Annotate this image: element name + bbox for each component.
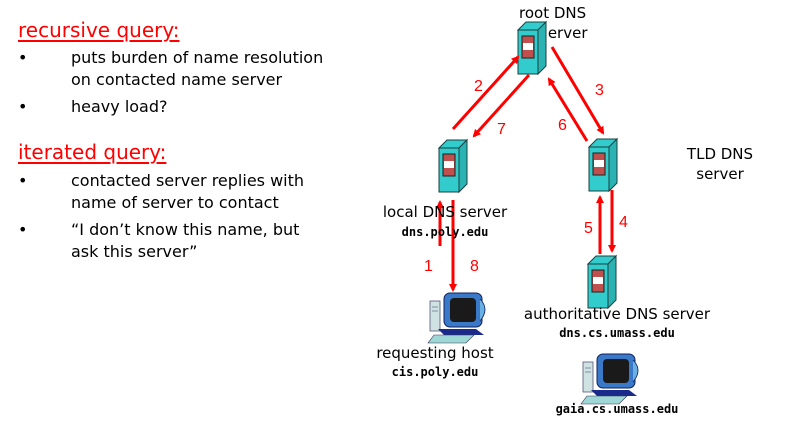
step-label-6: 6 <box>558 117 567 134</box>
step-label-5: 5 <box>584 220 593 237</box>
bullet-dot: • <box>18 220 28 239</box>
local-dns-server-icon <box>438 139 468 193</box>
requesting-host-hostname: cis.poly.edu <box>391 365 479 379</box>
bullet-dot: • <box>18 97 28 116</box>
step-label-1: 1 <box>424 258 433 275</box>
root-dns-label-line2: server <box>540 24 588 42</box>
tld-dns-label-line1: TLD DNS <box>686 145 754 163</box>
requesting-host-computer-icon <box>427 292 486 344</box>
arrow-step-7 <box>472 73 531 138</box>
tld-dns-server-icon <box>588 138 618 192</box>
target-hostname: gaia.cs.umass.edu <box>555 402 679 416</box>
step-label-2: 2 <box>474 78 483 95</box>
local-dns-label: local DNS server <box>382 203 508 221</box>
arrow-step-3 <box>550 46 605 135</box>
step-label-3: 3 <box>595 82 604 99</box>
step-label-8: 8 <box>470 258 479 275</box>
arrow-step-6 <box>547 77 589 142</box>
recursive-bullet-2: • heavy load? <box>18 97 168 116</box>
authoritative-dns-server-icon <box>587 255 617 309</box>
authoritative-dns-label: authoritative DNS server <box>523 305 711 323</box>
root-dns-server-icon <box>517 21 547 75</box>
arrow-step-2 <box>451 55 520 131</box>
step-label-4: 4 <box>619 214 628 231</box>
bullet-dot: • <box>18 48 28 67</box>
bullet-dot: • <box>18 171 28 190</box>
tld-dns-label-line2: server <box>696 165 744 183</box>
root-dns-label-line1: root DNS <box>519 4 587 22</box>
local-dns-hostname: dns.poly.edu <box>401 225 489 239</box>
recursive-query-heading: recursive query: <box>18 18 180 42</box>
iterated-query-heading: iterated query: <box>18 140 167 164</box>
step-label-7: 7 <box>497 121 506 138</box>
target-host-computer-icon <box>580 353 639 405</box>
requesting-host-label: requesting host <box>376 344 494 362</box>
authoritative-dns-hostname: dns.cs.umass.edu <box>559 326 675 340</box>
